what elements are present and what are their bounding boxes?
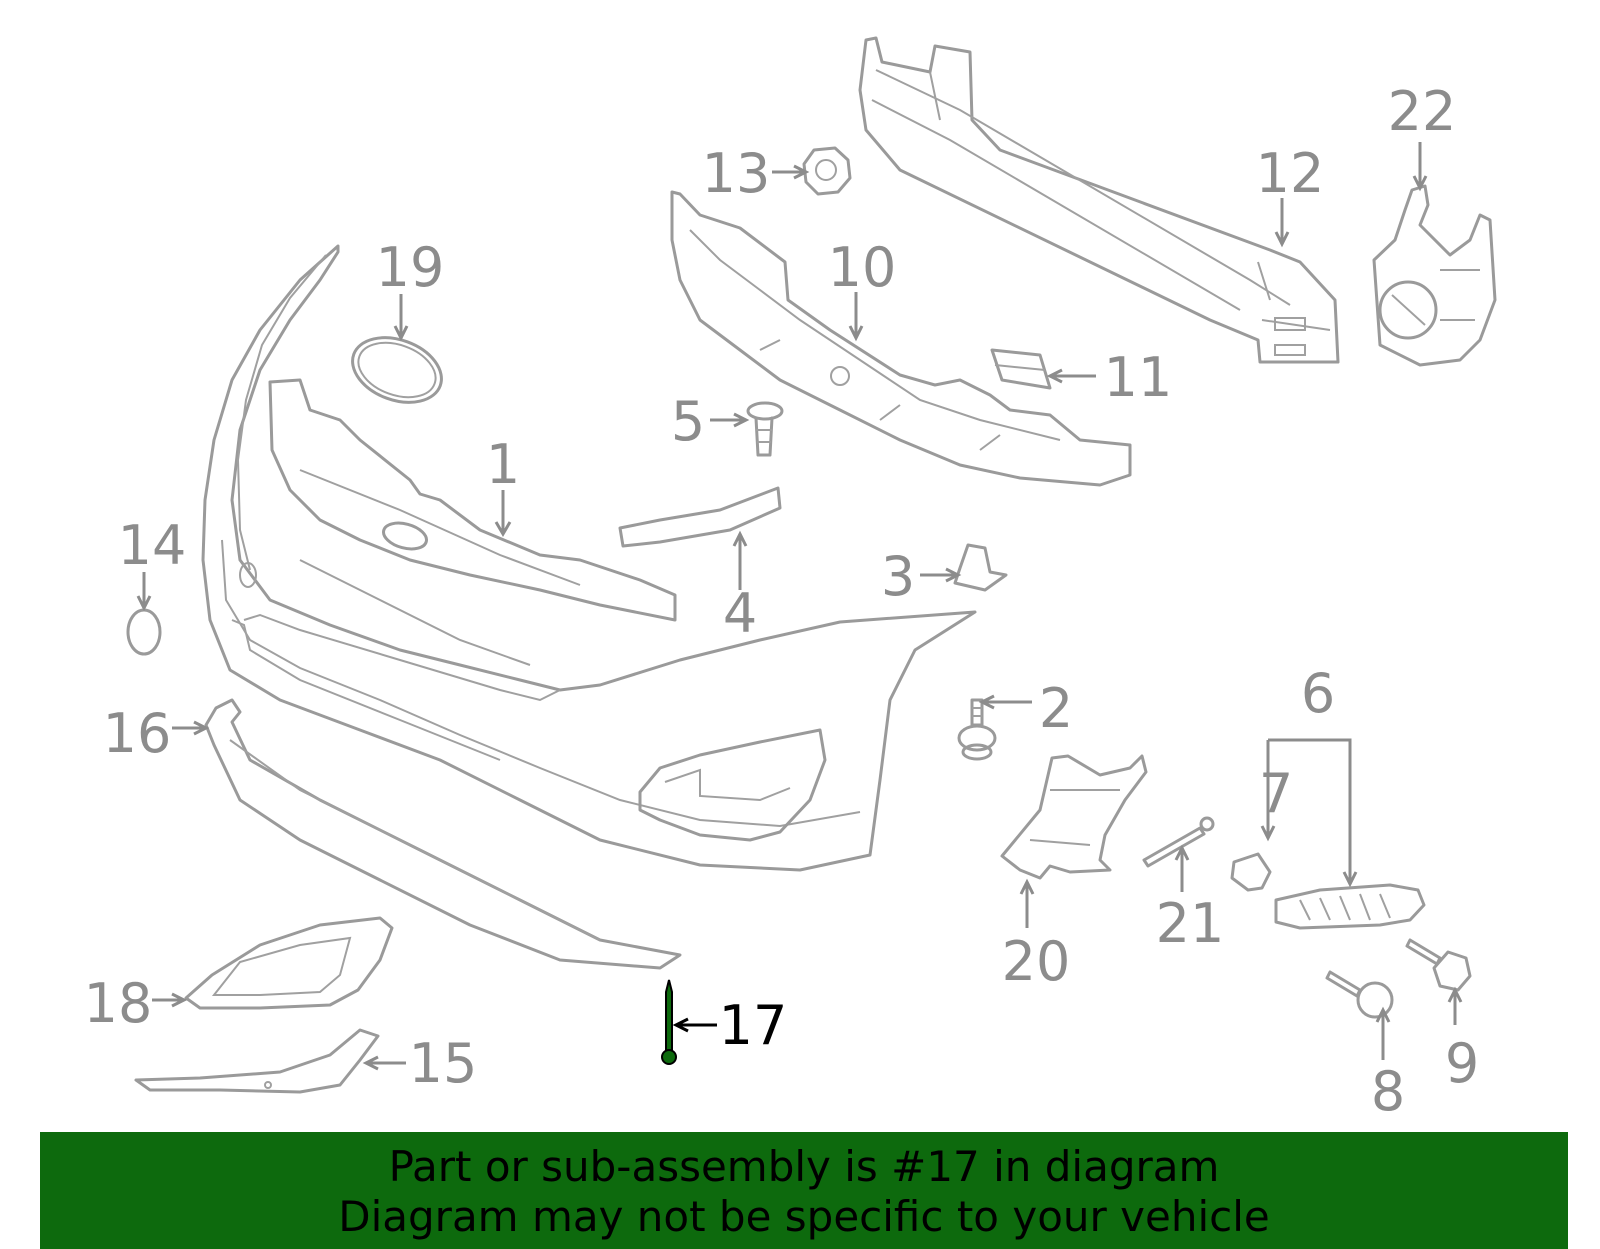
callout-12: 12	[1256, 142, 1325, 205]
callout-21: 21	[1156, 892, 1225, 955]
part-14-seal-ring[interactable]	[126, 608, 162, 656]
callout-15: 15	[409, 1032, 478, 1095]
callout-11: 11	[1104, 346, 1173, 409]
callout-16: 16	[103, 702, 172, 765]
callout-10: 10	[828, 236, 897, 299]
part-8-bolt[interactable]	[1325, 970, 1394, 1019]
callout-8: 8	[1371, 1060, 1405, 1123]
callout-5: 5	[671, 390, 705, 453]
part-22-fog-lamp[interactable]	[1372, 184, 1497, 367]
part-2-bolt[interactable]	[957, 698, 997, 761]
part-3-retainer[interactable]	[953, 543, 1008, 592]
callout-20: 20	[1002, 930, 1071, 993]
part-1-bumper-cover[interactable]	[201, 244, 977, 872]
callout-7: 7	[1259, 762, 1293, 825]
callout-1: 1	[486, 433, 520, 496]
callout-18: 18	[84, 972, 153, 1035]
callout-2: 2	[1039, 677, 1073, 740]
callout-17: 17	[719, 994, 788, 1057]
part-9-bolt[interactable]	[1405, 938, 1472, 992]
callout-3: 3	[881, 545, 915, 608]
part-19-emblem[interactable]	[344, 326, 451, 414]
part-20-lower-bracket[interactable]	[1000, 754, 1148, 880]
part-21-screw[interactable]	[1142, 816, 1215, 868]
part-4-side-bracket[interactable]	[618, 486, 782, 548]
part-17-rivet[interactable]	[661, 979, 677, 1065]
part-7-clip[interactable]	[1230, 852, 1272, 892]
info-banner: Part or sub-assembly is #17 in diagram D…	[40, 1132, 1568, 1249]
banner-line-part: Part or sub-assembly is #17 in diagram	[388, 1142, 1220, 1191]
callout-labels: 1 2 3 4 5 6 7 8 9 10 11 12 13 14 15 16 1…	[84, 80, 1480, 1123]
callout-9: 9	[1445, 1032, 1479, 1095]
callout-6: 6	[1301, 662, 1335, 725]
part-18-fog-cover[interactable]	[184, 916, 394, 1010]
part-15-lower-trim[interactable]	[134, 1028, 380, 1094]
callout-19: 19	[376, 236, 445, 299]
part-12-bumper-beam[interactable]	[858, 36, 1340, 364]
callout-4: 4	[723, 582, 757, 645]
part-10-energy-absorber[interactable]	[670, 190, 1132, 487]
callout-13: 13	[702, 142, 771, 205]
leader-lines	[136, 142, 1463, 1071]
part-6-reflector[interactable]	[1274, 883, 1426, 930]
callout-22: 22	[1388, 80, 1457, 143]
part-11-bracket[interactable]	[990, 348, 1052, 390]
banner-line-disclaimer: Diagram may not be specific to your vehi…	[338, 1192, 1270, 1241]
callout-14: 14	[118, 514, 187, 577]
part-16-lower-strip[interactable]	[204, 698, 682, 970]
part-5-push-clip[interactable]	[746, 401, 784, 457]
part-13-nut[interactable]	[802, 146, 852, 196]
